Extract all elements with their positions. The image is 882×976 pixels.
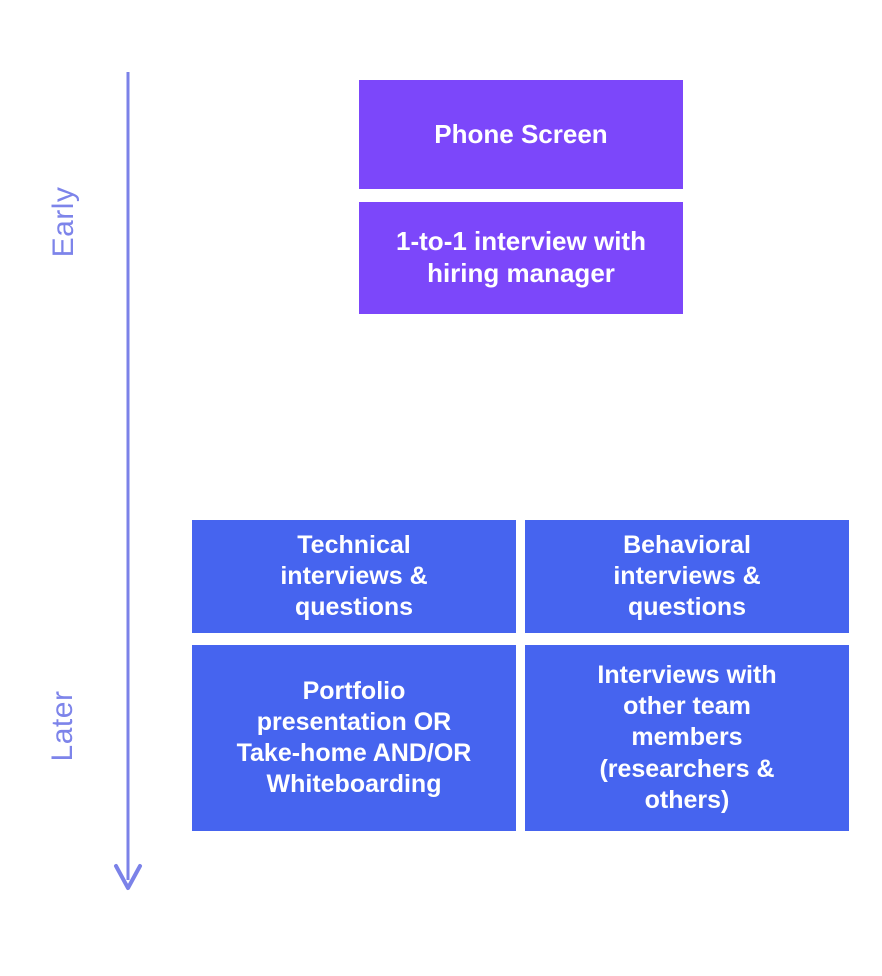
hiring-manager-interview-label: 1-to-1 interview with hiring manager [396,226,646,288]
behavioral-interviews-box: Behavioral interviews & questions [525,520,849,633]
behavioral-interviews-label: Behavioral interviews & questions [613,530,761,622]
team-members-interviews-label: Interviews with other team members (rese… [597,660,777,814]
phone-screen-box: Phone Screen [359,80,683,189]
phone-screen-label: Phone Screen [434,118,608,149]
team-members-interviews-box: Interviews with other team members (rese… [525,645,849,831]
early-axis-label: Early [47,186,80,258]
technical-interviews-box: Technical interviews & questions [192,520,516,633]
hiring-manager-interview-box: 1-to-1 interview with hiring manager [359,202,683,314]
later-axis-label: Later [46,690,79,762]
portfolio-presentation-label: Portfolio presentation OR Take-home AND/… [236,676,472,799]
portfolio-presentation-box: Portfolio presentation OR Take-home AND/… [192,645,516,831]
technical-interviews-label: Technical interviews & questions [280,530,428,622]
